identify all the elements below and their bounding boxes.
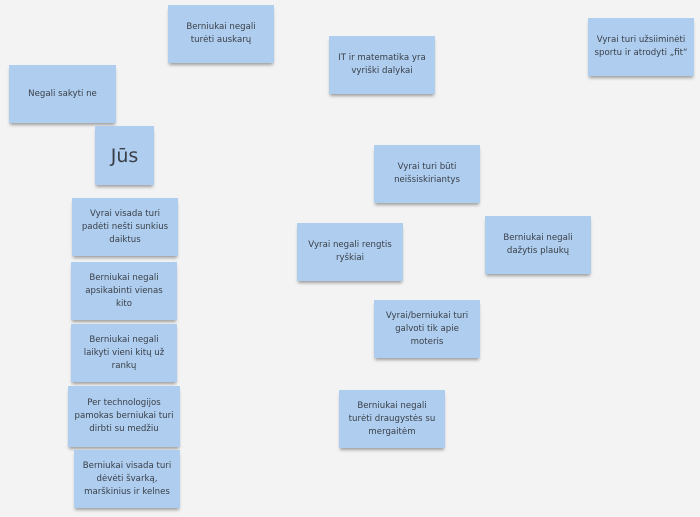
note-text: Per technologijos pamokas berniukai turi… <box>74 398 174 434</box>
note-text: Jūs <box>110 144 139 167</box>
note-text: Vyrai visada turi padėti nešti sunkius d… <box>81 208 169 245</box>
note-text: Berniukai negali laikyti vieni kitų už r… <box>83 334 165 371</box>
note-text: Berniukai negali turėti auskarų <box>186 22 256 45</box>
note-text: Berniukai negali dažytis plaukų <box>503 233 573 256</box>
sticky-note-title[interactable]: Jūs <box>95 126 154 185</box>
note-text: Vyrai turi būti neišsiskiriantys <box>394 162 460 185</box>
sticky-note[interactable]: Berniukai visada turi dėvėti švarką, mar… <box>74 450 180 508</box>
sticky-note[interactable]: IT ir matematika yra vyriški dalykai <box>329 36 435 94</box>
note-text: Berniukai visada turi dėvėti švarką, mar… <box>82 460 172 497</box>
sticky-note[interactable]: Per technologijos pamokas berniukai turi… <box>68 386 180 447</box>
sticky-note[interactable]: Vyrai negali rengtis ryškiai <box>297 223 403 281</box>
sticky-note[interactable]: Vyrai/berniukai turi galvoti tik apie mo… <box>374 300 480 358</box>
sticky-note[interactable]: Vyrai turi būti neišsiskiriantys <box>374 145 480 203</box>
note-text: Vyrai turi užsiiminėti sportu ir atrodyt… <box>594 35 688 58</box>
sticky-note[interactable]: Negali sakyti ne <box>9 65 116 123</box>
sticky-note[interactable]: Berniukai negali turėti draugystės su me… <box>339 390 445 448</box>
note-text: Vyrai negali rengtis ryškiai <box>308 240 392 263</box>
sticky-note[interactable]: Berniukai negali laikyti vieni kitų už r… <box>71 324 177 382</box>
sticky-note[interactable]: Vyrai visada turi padėti nešti sunkius d… <box>72 198 178 256</box>
note-text: IT ir matematika yra vyriški dalykai <box>338 53 426 76</box>
note-text: Berniukai negali turėti draugystės su me… <box>348 400 436 437</box>
note-text: Negali sakyti ne <box>28 88 97 99</box>
note-text: Vyrai/berniukai turi galvoti tik apie mo… <box>385 310 469 347</box>
sticky-note[interactable]: Vyrai turi užsiiminėti sportu ir atrodyt… <box>588 18 694 76</box>
sticky-note[interactable]: Berniukai negali turėti auskarų <box>168 5 274 63</box>
sticky-note[interactable]: Berniukai negali apsikabinti vienas kito <box>71 262 177 320</box>
sticky-note[interactable]: Berniukai negali dažytis plaukų <box>485 216 591 274</box>
note-text: Berniukai negali apsikabinti vienas kito <box>85 272 163 309</box>
